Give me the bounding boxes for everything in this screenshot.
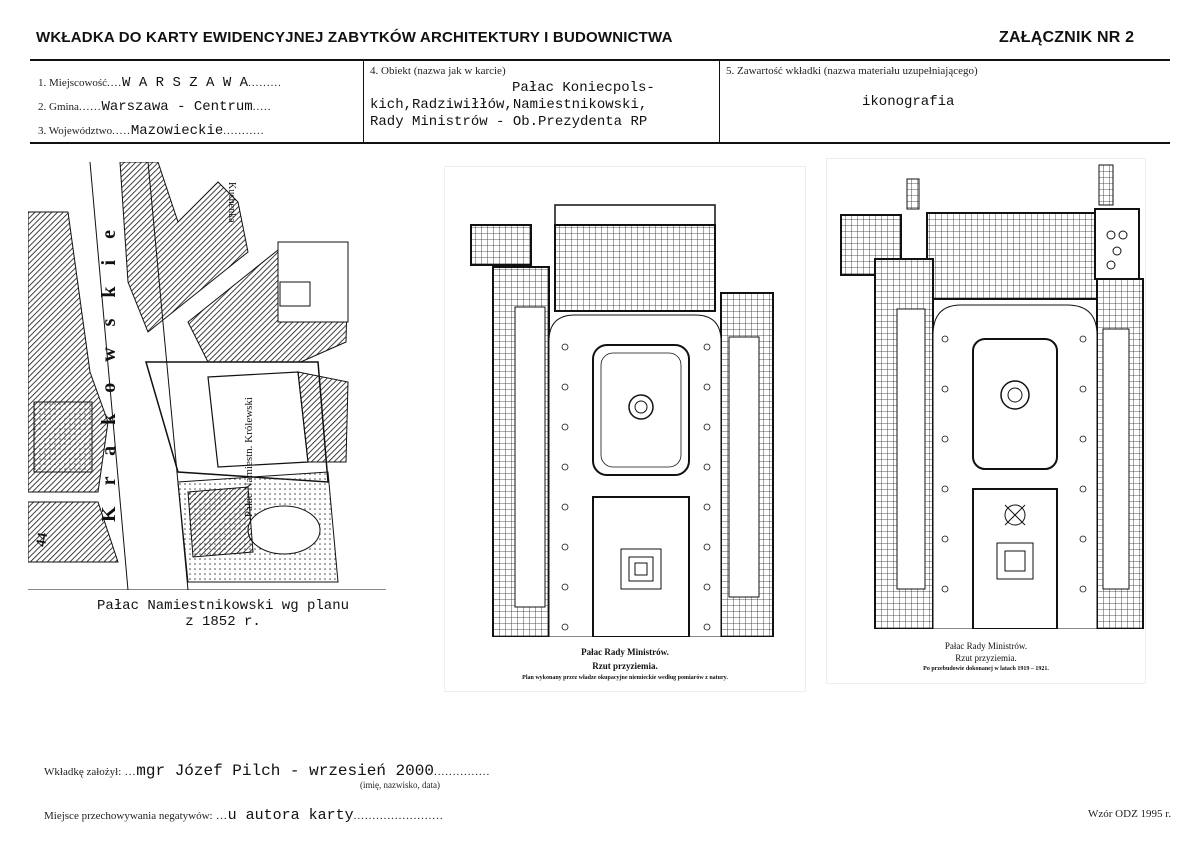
field-wojewodztwo: 3. Województwo.....Mazowieckie..........… — [38, 123, 265, 139]
miejscowosc-value: W A R S Z A W A — [122, 75, 249, 91]
form-code: Wzór ODZ 1995 r. — [1088, 808, 1172, 820]
author-hint: (imię, nazwisko, data) — [360, 780, 440, 790]
obiekt-line-3: Rady Ministrów - Ob.Prezydenta RP — [370, 114, 648, 130]
plan2-caption-title: Pałac Rady Ministrów. — [944, 641, 1028, 651]
top-rule — [30, 59, 1170, 61]
obiekt-line-2: kich,Radziwiłłów,Namiestnikowski, — [370, 97, 648, 113]
zawartosc-label: 5. Zawartość wkładki (nazwa materiału uz… — [726, 65, 978, 77]
plan1-caption-subtitle: Rzut przyziemia. — [592, 661, 658, 671]
gmina-value: Warszawa - Centrum — [101, 99, 253, 115]
map-kitchen-label: Kuchenka — [226, 182, 237, 223]
floor-plan-1-image: Pałac Rady Ministrów. Rzut przyziemia. P… — [444, 166, 806, 692]
floor-plan-2-drawing — [840, 164, 1144, 629]
author-field: Wkładkę założył: ...mgr Józef Pilch - wr… — [44, 762, 491, 780]
author-value: mgr Józef Pilch - wrzesień 2000 — [136, 762, 434, 780]
zawartosc-value: ikonografia — [862, 94, 955, 110]
field-gmina: 2. Gmina......Warszawa - Centrum..... — [38, 99, 272, 115]
plan2-caption-subtitle: Rzut przyziemia. — [955, 653, 1017, 663]
map-caption: Pałac Namiestnikowski wg planu z 1852 r. — [96, 598, 350, 630]
annex-number: ZAŁĄCZNIK NR 2 — [999, 29, 1135, 46]
floor-plan-2-image: Pałac Rady Ministrów. Rzut przyziemia. P… — [826, 158, 1146, 684]
field-miejscowosc: 1. Miejscowość....W A R S Z A W A.......… — [38, 75, 282, 91]
floor-plan-1-drawing — [470, 204, 774, 637]
map-drawing — [28, 162, 386, 590]
obiekt-line-1: Pałac Koniecpols- — [512, 80, 655, 96]
plan1-caption-title: Pałac Rady Ministrów. — [581, 647, 669, 657]
plan2-caption-note: Po przebudowie dokonanej w latach 1919 –… — [923, 666, 1049, 672]
storage-value: u autora karty — [227, 807, 354, 824]
map-house-number: 44 — [33, 531, 52, 549]
wojewodztwo-value: Mazowieckie — [130, 123, 224, 139]
map-street-label: K r a k o w s k i e — [98, 222, 120, 522]
obiekt-label: 4. Obiekt (nazwa jak w karcie) — [370, 65, 506, 77]
document-title: WKŁADKA DO KARTY EWIDENCYJNEJ ZABYTKÓW A… — [36, 29, 673, 46]
plan1-caption-note: Plan wykonany przez władze okupacyjne ni… — [522, 675, 728, 681]
map-palace-label: Pałac Namiestn. Królewski — [243, 397, 255, 518]
bottom-rule — [30, 142, 1170, 144]
storage-field: Miejsce przechowywania negatywów: ...u a… — [44, 807, 444, 824]
divider-right — [719, 60, 720, 143]
map-1852-image: K r a k o w s k i e Pałac Namiestn. Król… — [28, 162, 386, 590]
divider-left — [363, 60, 364, 143]
